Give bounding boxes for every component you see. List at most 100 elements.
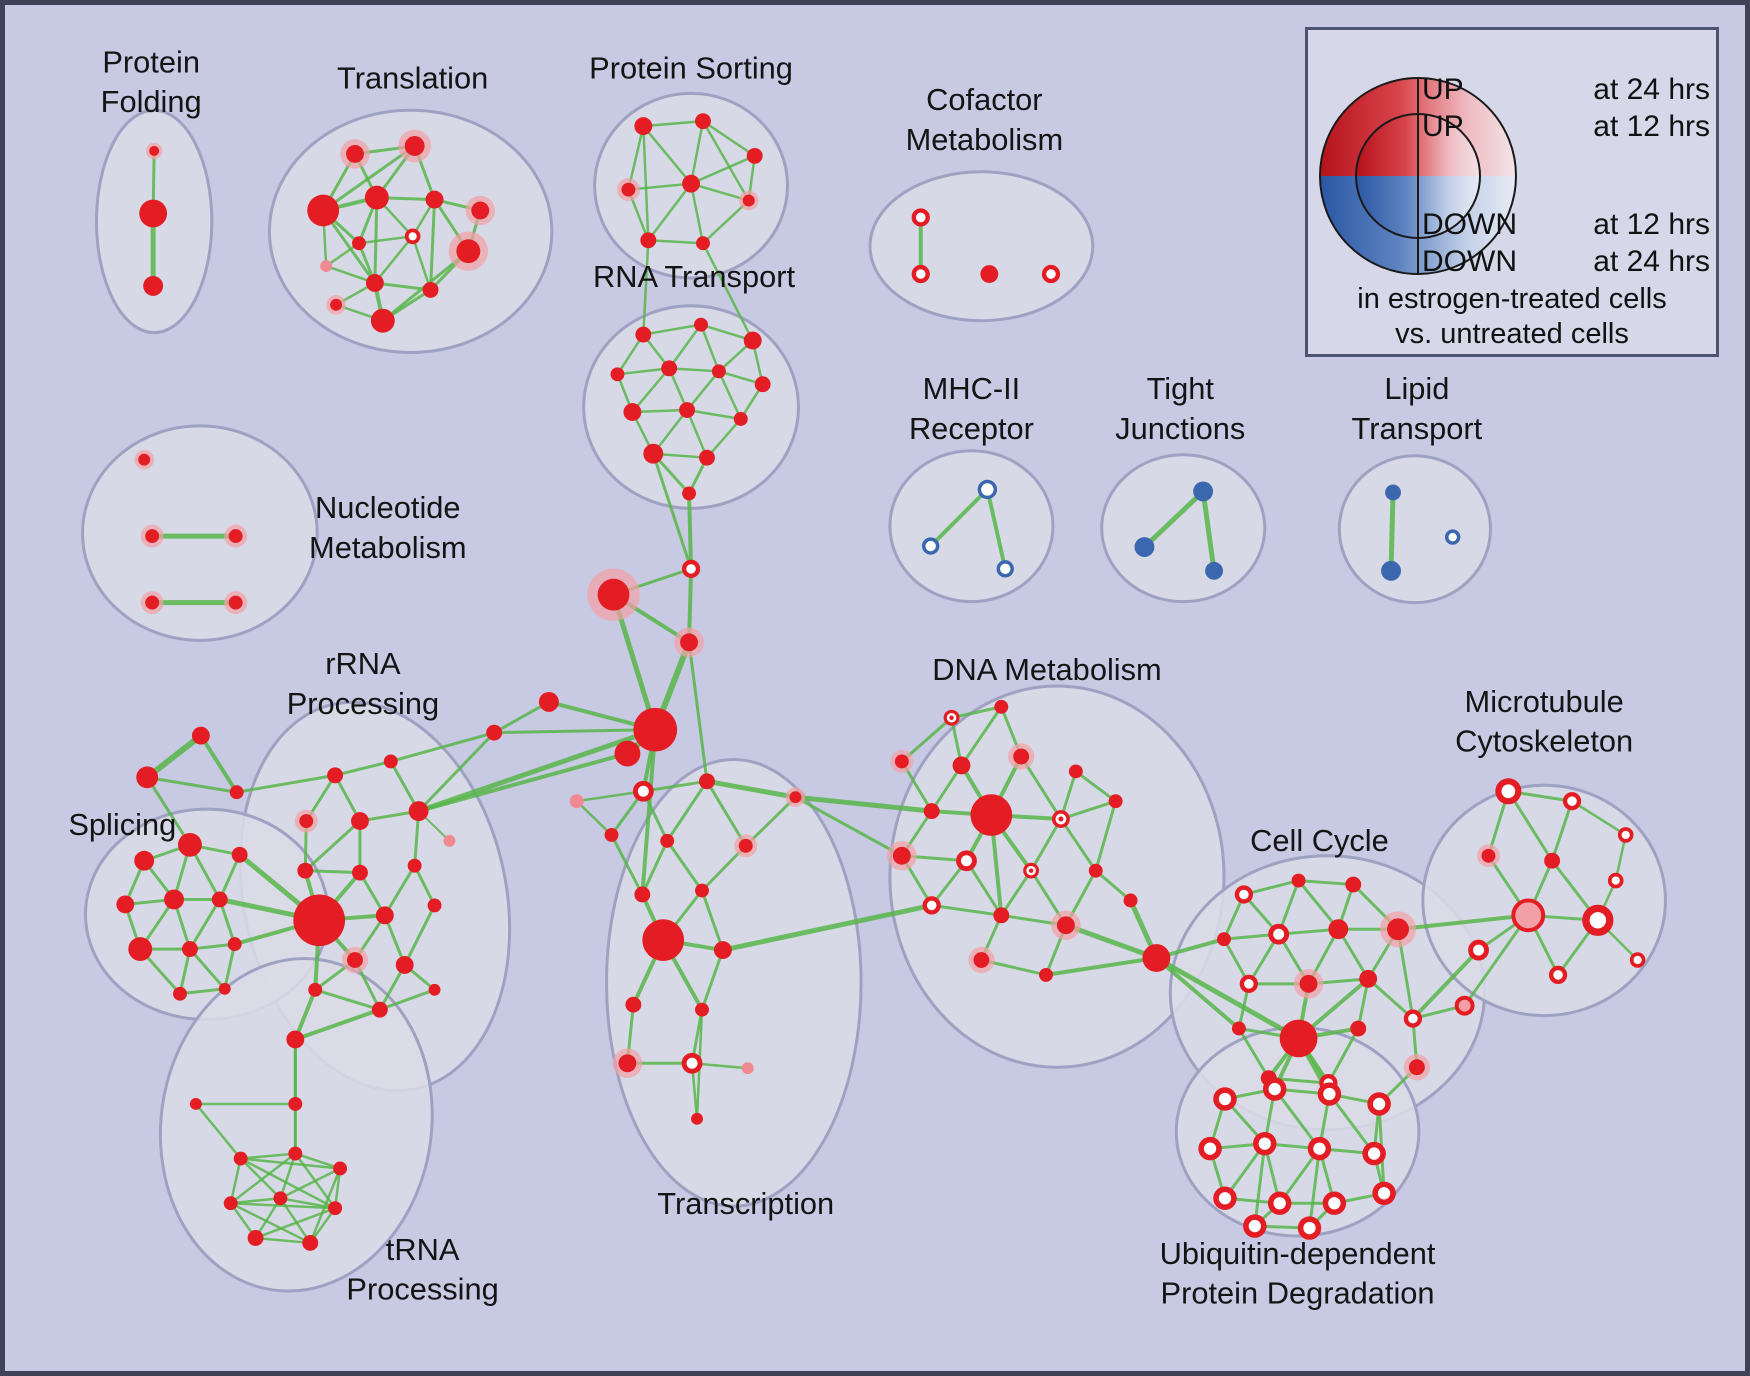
edge-rr15-rr16: [378, 988, 437, 1012]
node-tn7: [223, 1196, 238, 1211]
node-shape: [994, 699, 1009, 714]
edge-h7-rr5: [417, 731, 496, 813]
node-ps7: [640, 232, 657, 249]
edge-ex1-ex3: [198, 733, 239, 795]
node-shape: [1322, 1191, 1347, 1215]
node-shape: [1253, 1131, 1277, 1156]
edge-ps7-ps8: [647, 239, 705, 245]
node-shape: [364, 185, 389, 210]
cluster-label-lipid-transport: Lipid: [1384, 371, 1449, 406]
node-shape: [625, 996, 642, 1013]
edge-tn9-tn10: [254, 1206, 337, 1240]
node-dm8: [970, 794, 1013, 836]
node-shape: [618, 1054, 637, 1073]
node-shape: [1307, 1136, 1332, 1161]
edge-dm20-ccH: [1044, 956, 1159, 977]
node-shape: [297, 862, 314, 879]
node-tx1: [632, 780, 654, 802]
node-shape: [996, 560, 1014, 578]
edge-rt13-h1: [687, 491, 694, 571]
node-t7: [352, 236, 366, 251]
edge-mh1-mh2: [928, 487, 990, 549]
node-rt3: [743, 331, 762, 350]
node-shape: [407, 858, 422, 873]
node-rr10: [375, 906, 394, 925]
cluster-nucleotide-metabolism: [81, 424, 319, 642]
node-dm18: [1123, 893, 1138, 908]
node-tj1: [1193, 481, 1214, 502]
edge-ccH-cc12: [1153, 955, 1302, 1041]
node-shape: [699, 773, 715, 790]
node-ex2: [136, 766, 159, 789]
node-ub1: [1213, 1087, 1237, 1111]
node-shape: [327, 767, 344, 784]
node-ccH: [1142, 944, 1171, 972]
node-rr1: [327, 767, 344, 784]
edge-h5-rr5: [416, 751, 630, 814]
node-tj2: [1134, 537, 1155, 557]
node-shape: [614, 740, 641, 767]
node-shape: [191, 726, 210, 745]
node-shape: [695, 883, 709, 898]
node-dm5: [1008, 743, 1035, 770]
node-shape: [680, 633, 699, 652]
node-shape: [1108, 794, 1123, 809]
node-shape: [228, 529, 243, 544]
edge-rt10-rt12: [705, 417, 743, 459]
node-sp6: [211, 891, 228, 908]
edge-tx3-tx6: [610, 833, 644, 896]
cluster-label-trna-processing: tRNA: [386, 1232, 460, 1267]
node-shape: [1617, 827, 1634, 843]
node-mc3: [1617, 827, 1634, 843]
node-shape: [371, 1001, 388, 1018]
node-mc11: [1629, 952, 1646, 968]
node-shape: [977, 479, 998, 500]
node-shape: [1582, 904, 1614, 936]
node-shape: [116, 895, 135, 914]
node-shape: [330, 298, 343, 311]
node-tn8: [273, 1191, 288, 1206]
edge-ex2-ex3: [145, 775, 239, 794]
node-tx10: [625, 996, 642, 1013]
legend-time-label: at 12 hrs: [1593, 208, 1710, 241]
node-shape: [1372, 1181, 1396, 1206]
node-ps3: [746, 147, 763, 164]
cluster-label-nucleotide-metabolism: Nucleotide: [315, 490, 461, 525]
node-rt12: [699, 449, 715, 466]
node-shape: [178, 832, 202, 857]
edge-rr8-rr11: [413, 864, 437, 907]
node-rrp: [443, 834, 456, 847]
node-shape: [980, 265, 999, 283]
edge-tn4-tn7: [229, 1157, 242, 1205]
edge-cc2-cc6: [1297, 879, 1340, 931]
node-ps2: [695, 113, 711, 130]
node-rt13: [682, 486, 697, 501]
node-shape: [486, 724, 503, 741]
node-shape: [1234, 885, 1253, 904]
node-shape: [1239, 974, 1258, 993]
node-shape: [404, 136, 425, 156]
node-shape: [993, 907, 1010, 924]
node-h3: [674, 627, 704, 658]
edge-c1-dm11: [793, 795, 904, 858]
node-shape: [456, 239, 481, 264]
edge-rr8-rr10: [383, 864, 417, 917]
node-shape: [422, 281, 439, 298]
node-shape: [894, 754, 909, 769]
cluster-mhc-ii-receptor: [888, 449, 1055, 604]
node-shape: [681, 559, 701, 578]
node-shape: [1142, 944, 1171, 972]
node-cc1: [1234, 885, 1253, 904]
node-cm1: [911, 208, 930, 227]
cluster-label-transcription: Transcription: [657, 1186, 834, 1221]
node-shape: [352, 236, 366, 251]
node-tx11: [695, 1002, 709, 1017]
node-sp2: [178, 832, 202, 857]
edge-tn4-tn9: [239, 1157, 337, 1210]
node-cc8: [1239, 974, 1258, 993]
cluster-label-tight-junctions: Tight: [1147, 371, 1215, 406]
node-shape: [604, 827, 619, 842]
cluster-label-mhc-ii-receptor: MHC-II: [923, 371, 1021, 406]
node-shape: [1088, 863, 1103, 878]
